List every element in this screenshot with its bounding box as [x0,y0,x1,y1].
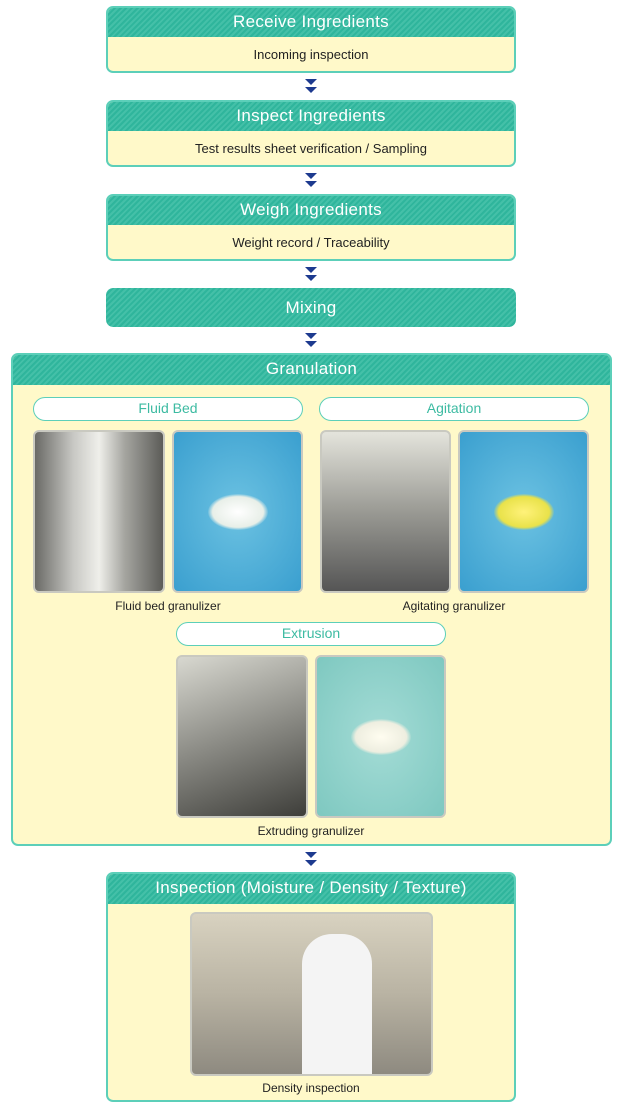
step-title: Weigh Ingredients [108,196,514,225]
step-title: Inspection (Moisture / Density / Texture… [108,874,514,904]
method-label-agitation: Agitation [319,397,589,421]
caption-extruding: Extruding granulizer [257,824,365,838]
down-arrow-icon [305,852,317,868]
method-label-fluid-bed: Fluid Bed [33,397,303,421]
step-inspect-ingredients: Inspect Ingredients Test results sheet v… [106,100,516,167]
fluid-bed-granules-photo [172,430,303,593]
extruded-granules-photo [315,655,446,818]
method-label-extrusion: Extrusion [176,622,446,646]
fluid-bed-machine-photo [33,430,165,593]
step-title: Receive Ingredients [108,8,514,37]
step-inspection: Inspection (Moisture / Density / Texture… [106,872,516,1102]
step-detail: Weight record / Traceability [232,235,390,250]
step-title: Inspect Ingredients [108,102,514,131]
step-mixing: Mixing [106,288,516,327]
step-title: Granulation [13,355,610,385]
caption-agitating: Agitating granulizer [402,599,506,613]
step-detail: Incoming inspection [253,47,369,62]
down-arrow-icon [305,333,317,349]
extruding-machine-photo [176,655,308,818]
agitating-granules-photo [458,430,589,593]
step-title: Mixing [106,288,516,327]
step-weigh-ingredients: Weigh Ingredients Weight record / Tracea… [106,194,516,261]
caption-fluid-bed: Fluid bed granulizer [115,599,221,613]
step-detail: Test results sheet verification / Sampli… [195,141,427,156]
step-receive-ingredients: Receive Ingredients Incoming inspection [106,6,516,73]
down-arrow-icon [305,267,317,283]
density-inspection-photo [190,912,433,1076]
down-arrow-icon [305,79,317,95]
agitating-machine-photo [320,430,451,593]
down-arrow-icon [305,173,317,189]
caption-density-inspection: Density inspection [262,1081,360,1095]
